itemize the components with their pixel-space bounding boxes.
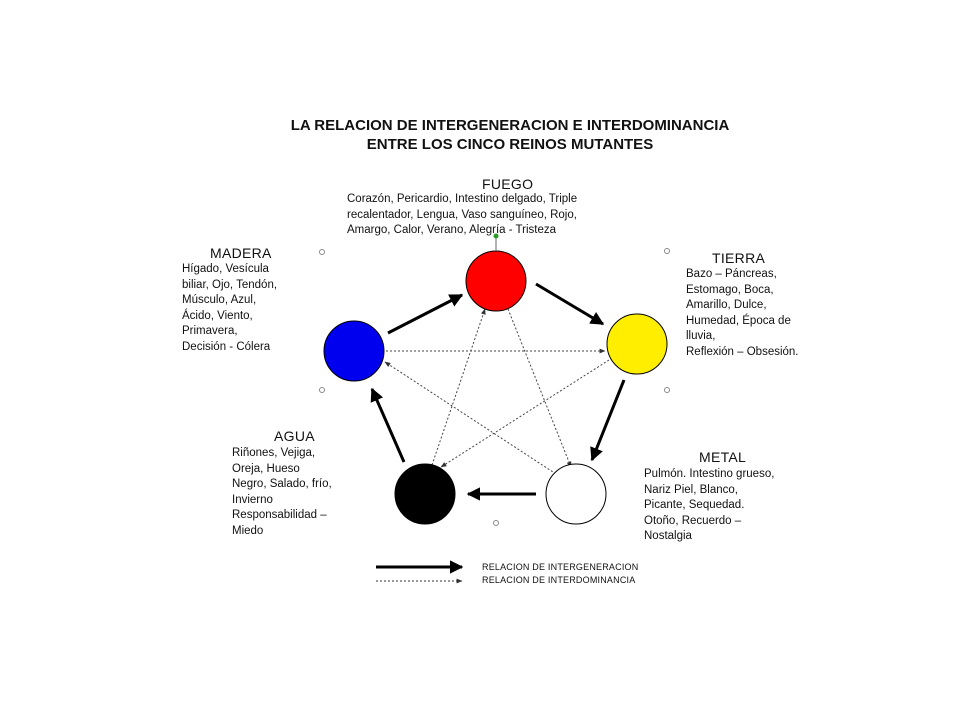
- marker-dot: [319, 249, 325, 255]
- fuego-line: Amargo, Calor, Verano, Alegría - Tristez…: [347, 224, 557, 236]
- fuego-connector-dot: [493, 233, 499, 239]
- metal-line: Nariz Piel, Blanco,: [644, 483, 738, 496]
- tierra-line: Bazo – Páncreas,: [686, 268, 777, 280]
- madera-line: Músculo, Azul,: [182, 294, 257, 306]
- madera-line: Decisión - Cólera: [182, 340, 271, 353]
- control-arrow-tierra-agua: [440, 359, 610, 468]
- generation-arrow-fuego-tierra: [535, 282, 605, 326]
- tierra-line: Reflexión – Obsesión.: [686, 345, 799, 358]
- tierra-heading: TIERRA: [712, 250, 766, 266]
- metal-circle: [545, 463, 607, 525]
- madera-heading: MADERA: [210, 245, 272, 261]
- agua-heading: AGUA: [274, 428, 315, 444]
- fuego-description: Corazón, Pericardio, Intestino delgado, …: [347, 192, 577, 239]
- madera-line: biliar, Ojo, Tendón,: [182, 278, 278, 291]
- metal-line: Pulmón. Intestino grueso,: [644, 468, 775, 480]
- agua-description: Riñones, Vejiga, Oreja, Hueso Negro, Sal…: [232, 446, 332, 539]
- agua-line: Invierno: [232, 493, 273, 506]
- metal-heading: METAL: [699, 449, 747, 465]
- marker-dot: [664, 248, 670, 254]
- legend-interdominancia: RELACION DE INTERDOMINANCIA: [482, 575, 636, 585]
- legend-intergeneracion: RELACION DE INTERGENERACION: [482, 562, 639, 572]
- tierra-line: lluvia,: [686, 330, 716, 342]
- madera-circle: [323, 320, 385, 382]
- fuego-line: Corazón, Pericardio, Intestino delgado, …: [347, 193, 578, 205]
- tierra-line: Estomago, Boca,: [686, 283, 774, 296]
- tierra-line: Amarillo, Dulce,: [686, 299, 767, 311]
- agua-line: Miedo: [232, 524, 264, 537]
- tierra-line: Humedad, Época de: [686, 314, 791, 327]
- madera-description: Hígado, Vesícula biliar, Ojo, Tendón, Mú…: [182, 262, 277, 355]
- generation-arrow-agua-madera: [370, 387, 406, 463]
- agua-line: Riñones, Vejiga,: [232, 447, 316, 459]
- agua-line: Responsabilidad –: [232, 509, 327, 521]
- agua-line: Negro, Salado, frío,: [232, 478, 332, 490]
- agua-circle: [394, 463, 456, 525]
- metal-line: Otoño, Recuerdo –: [644, 514, 742, 527]
- tierra-description: Bazo – Páncreas, Estomago, Boca, Amarill…: [686, 267, 799, 360]
- diagram-title-line1: LA RELACION DE INTERGENERACION E INTERDO…: [290, 117, 730, 134]
- generation-arrow-madera-fuego: [387, 293, 464, 335]
- madera-line: Ácido, Viento,: [182, 309, 253, 322]
- marker-dot: [493, 520, 499, 526]
- madera-line: Hígado, Vesícula: [182, 263, 269, 275]
- metal-line: Nostalgia: [644, 530, 692, 542]
- fuego-heading: FUEGO: [482, 176, 534, 192]
- fuego-line: recalentador, Lengua, Vaso sanguíneo, Ro…: [347, 208, 577, 221]
- metal-line: Picante, Sequedad.: [644, 499, 745, 511]
- metal-description: Pulmón. Intestino grueso, Nariz Piel, Bl…: [644, 467, 774, 545]
- marker-dot: [319, 387, 325, 393]
- fuego-circle: [465, 250, 527, 312]
- marker-dot: [664, 387, 670, 393]
- agua-line: Oreja, Hueso: [232, 462, 300, 475]
- control-arrow-fuego-metal: [507, 308, 572, 468]
- control-arrow-agua-fuego: [431, 308, 486, 466]
- diagram-title-line2: ENTRE LOS CINCO REINOS MUTANTES: [366, 136, 654, 153]
- tierra-circle: [606, 313, 668, 375]
- control-arrow-metal-madera: [384, 361, 557, 475]
- madera-line: Primavera,: [182, 325, 238, 337]
- generation-arrow-tierra-metal: [590, 379, 626, 462]
